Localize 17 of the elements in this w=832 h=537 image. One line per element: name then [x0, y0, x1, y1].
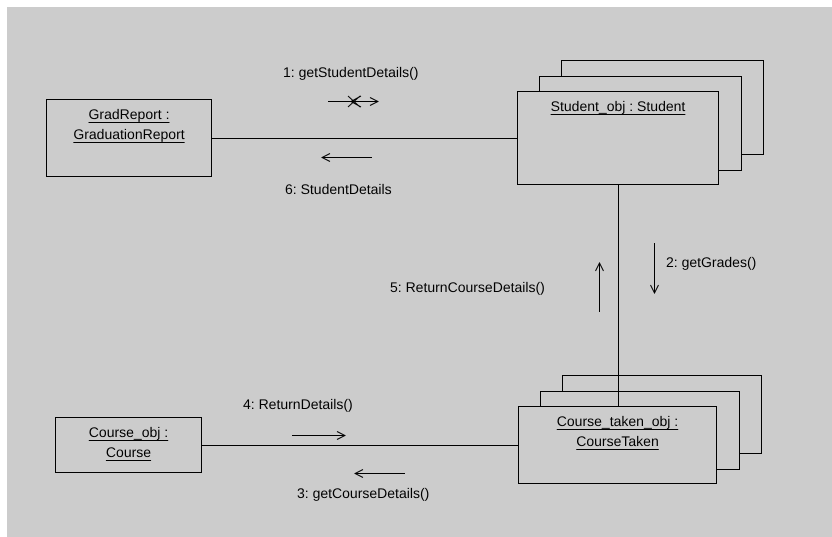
link-line [202, 445, 518, 446]
message-label: 1: getStudentDetails() [283, 64, 418, 80]
message-label: 2: getGrades() [666, 254, 756, 270]
link-line [618, 184, 619, 406]
object-name: Course_obj : Course [88, 423, 170, 462]
object-box [55, 417, 202, 473]
multi-object-box [517, 91, 719, 185]
message-label: 3: getCourseDetails() [297, 485, 430, 501]
message-label: 5: ReturnCourseDetails() [390, 279, 545, 295]
link-line [212, 138, 518, 139]
object-name: GradReport : GraduationReport [72, 105, 186, 144]
object-box [46, 99, 212, 177]
message-label: 6: StudentDetails [285, 181, 392, 197]
object-name: Course_taken_obj : CourseTaken [556, 412, 680, 451]
message-label: 4: ReturnDetails() [243, 396, 353, 412]
multi-object-box [518, 406, 717, 484]
object-name: Student_obj : Student [550, 97, 686, 116]
